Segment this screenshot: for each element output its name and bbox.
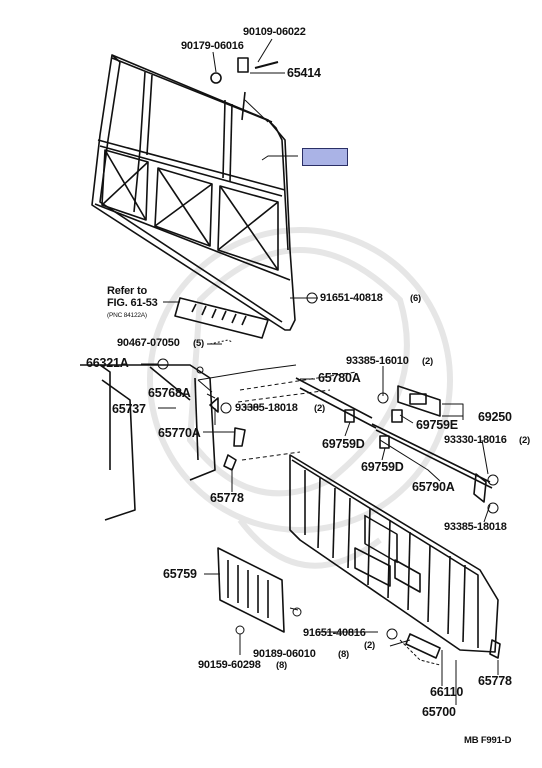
figure-code: MB F991-D: [464, 735, 512, 746]
fastener-symbols: [157, 292, 499, 640]
bracket-65778-b: [489, 639, 501, 659]
label-65778-b: 65778: [478, 674, 512, 688]
label-91651-40818-qty: (6): [410, 293, 422, 304]
label-93385-18018-b: 93385-18018: [444, 521, 507, 533]
bolt-65414: [237, 57, 279, 73]
label-93385-18018-a: 93385-18018: [235, 402, 298, 414]
label-90179-06016: 90179-06016: [181, 40, 244, 52]
label-90159-60298: 90159-60298: [198, 659, 261, 671]
handle-66110: [405, 633, 441, 659]
label-69759D-b: 69759D: [361, 460, 404, 474]
label-66110: 66110: [430, 685, 464, 699]
label-69759E: 69759E: [416, 418, 458, 432]
highlight-rect: [302, 148, 348, 166]
watermark-emblem: [147, 227, 453, 569]
label-90189-06010-qty: (8): [338, 649, 350, 660]
label-91651-40816-qty: (2): [364, 640, 376, 651]
label-90159-60298-qty: (8): [276, 660, 288, 671]
latch-69250: [397, 385, 441, 417]
label-69759D-a: 69759D: [322, 437, 365, 451]
label-65778-a: 65778: [210, 491, 244, 505]
rack-frame: [91, 54, 296, 331]
trim-plate-65759: [217, 547, 285, 633]
label-90467-07050-qty: (5): [193, 338, 205, 349]
label-93330-18016-qty: (2): [519, 435, 531, 446]
label-93385-16010: 93385-16010: [346, 355, 409, 367]
label-65770A: 65770A: [158, 426, 201, 440]
label-fig-ref: FIG. 61-53: [107, 297, 158, 309]
label-90467-07050: 90467-07050: [117, 337, 180, 349]
nut-90179: [210, 72, 222, 84]
label-90109-06022: 90109-06022: [243, 26, 306, 38]
label-65790A: 65790A: [412, 480, 455, 494]
label-pnc-ref: (PNC 84122A): [107, 312, 147, 319]
label-69250: 69250: [478, 410, 512, 424]
label-65414: 65414: [287, 66, 321, 80]
bracket-65778: [223, 454, 237, 471]
label-93385-16010-qty: (2): [422, 356, 434, 367]
label-66321A: 66321A: [86, 356, 129, 370]
clip-69759E: [391, 409, 403, 423]
label-93385-18018-a-qty: (2): [314, 403, 326, 414]
label-65768A: 65768A: [148, 386, 191, 400]
label-90189-06010: 90189-06010: [253, 648, 316, 660]
label-91651-40816: 91651-40816: [303, 627, 366, 639]
rack-side-plate: [174, 297, 269, 339]
label-refer-to: Refer to: [107, 285, 147, 297]
rod-65780A: [295, 377, 373, 419]
label-91651-40818: 91651-40818: [320, 292, 383, 304]
label-65700: 65700: [422, 705, 456, 719]
rod-65790A: [371, 423, 491, 483]
clip-69759D-b: [379, 435, 390, 449]
leader-lines: [141, 38, 499, 705]
label-65759: 65759: [163, 567, 197, 581]
tailgate-panel: [289, 454, 499, 653]
label-65780A: 65780A: [318, 371, 361, 385]
hinge-65770A: [233, 427, 246, 447]
label-93330-18016: 93330-18016: [444, 434, 507, 446]
label-65737: 65737: [112, 402, 146, 416]
